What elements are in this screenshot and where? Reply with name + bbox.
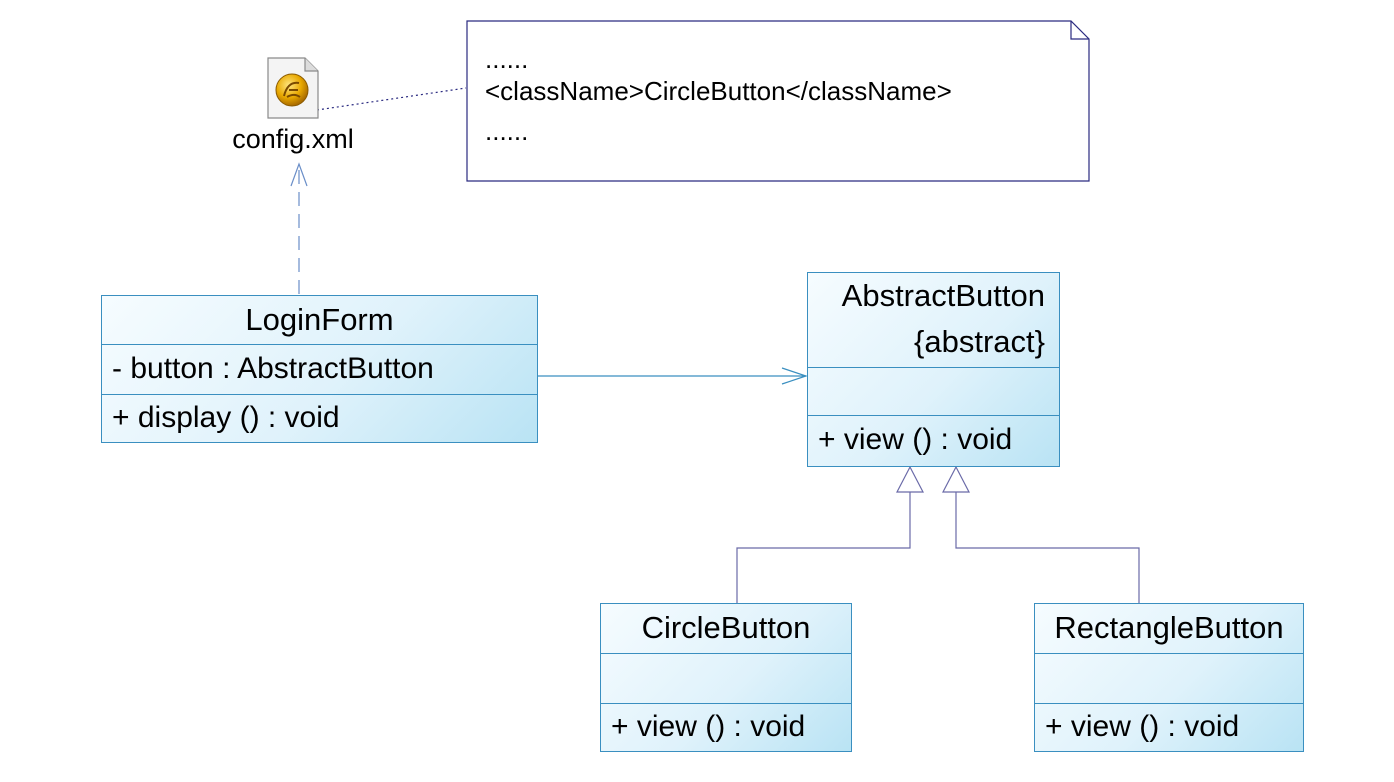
operation-compartment: + view () : void xyxy=(808,416,1059,466)
class-abstractbutton[interactable]: AbstractButton {abstract} + view () : vo… xyxy=(807,272,1060,467)
operation-compartment: + view () : void xyxy=(1035,704,1303,751)
operation-compartment: + display () : void xyxy=(102,395,537,442)
config-xml-artifact[interactable]: config.xml xyxy=(222,56,364,160)
note-ellipsis-bottom: ...... xyxy=(485,116,529,146)
class-name-compartment: RectangleButton xyxy=(1035,604,1303,654)
generalization-line-circle[interactable] xyxy=(736,492,911,603)
operation-compartment: + view () : void xyxy=(601,704,851,751)
class-name-compartment: AbstractButton {abstract} xyxy=(808,273,1059,368)
generalization-line-rectangle[interactable] xyxy=(955,492,1140,603)
dependency-arrowhead xyxy=(290,162,308,187)
operation-display: + display () : void xyxy=(112,401,340,434)
class-loginform[interactable]: LoginForm - button : AbstractButton + di… xyxy=(101,295,538,443)
note-ellipsis-top: ...... xyxy=(485,44,529,74)
note-shape xyxy=(466,20,1090,182)
note-classname-line: <className>CircleButton</className> xyxy=(485,76,952,106)
attribute-compartment xyxy=(601,654,851,704)
class-stereotype: {abstract} xyxy=(914,324,1045,359)
operation-view: + view () : void xyxy=(818,423,1013,456)
generalization-arrowhead-rectangle xyxy=(942,465,970,493)
attribute-compartment xyxy=(808,368,1059,416)
attribute-compartment: - button : AbstractButton xyxy=(102,345,537,395)
operation-view: + view () : void xyxy=(1045,710,1240,743)
operation-view: + view () : void xyxy=(611,710,806,743)
class-circlebutton[interactable]: CircleButton + view () : void xyxy=(600,603,852,752)
generalization-arrowhead-circle xyxy=(896,465,924,493)
attribute-compartment xyxy=(1035,654,1303,704)
class-name-compartment: LoginForm xyxy=(102,296,537,345)
config-xml-label: config.xml xyxy=(232,124,354,154)
xml-file-icon xyxy=(267,57,319,119)
association-arrowhead xyxy=(781,367,808,385)
class-name: AbstractButton xyxy=(841,278,1045,313)
class-name: CircleButton xyxy=(641,610,811,645)
xml-note[interactable]: ...... <className>CircleButton</classNam… xyxy=(466,20,1091,183)
class-name: LoginForm xyxy=(245,302,394,337)
attribute-button: - button : AbstractButton xyxy=(112,352,434,385)
class-rectanglebutton[interactable]: RectangleButton + view () : void xyxy=(1034,603,1304,752)
class-name-compartment: CircleButton xyxy=(601,604,851,654)
class-name: RectangleButton xyxy=(1054,610,1284,645)
